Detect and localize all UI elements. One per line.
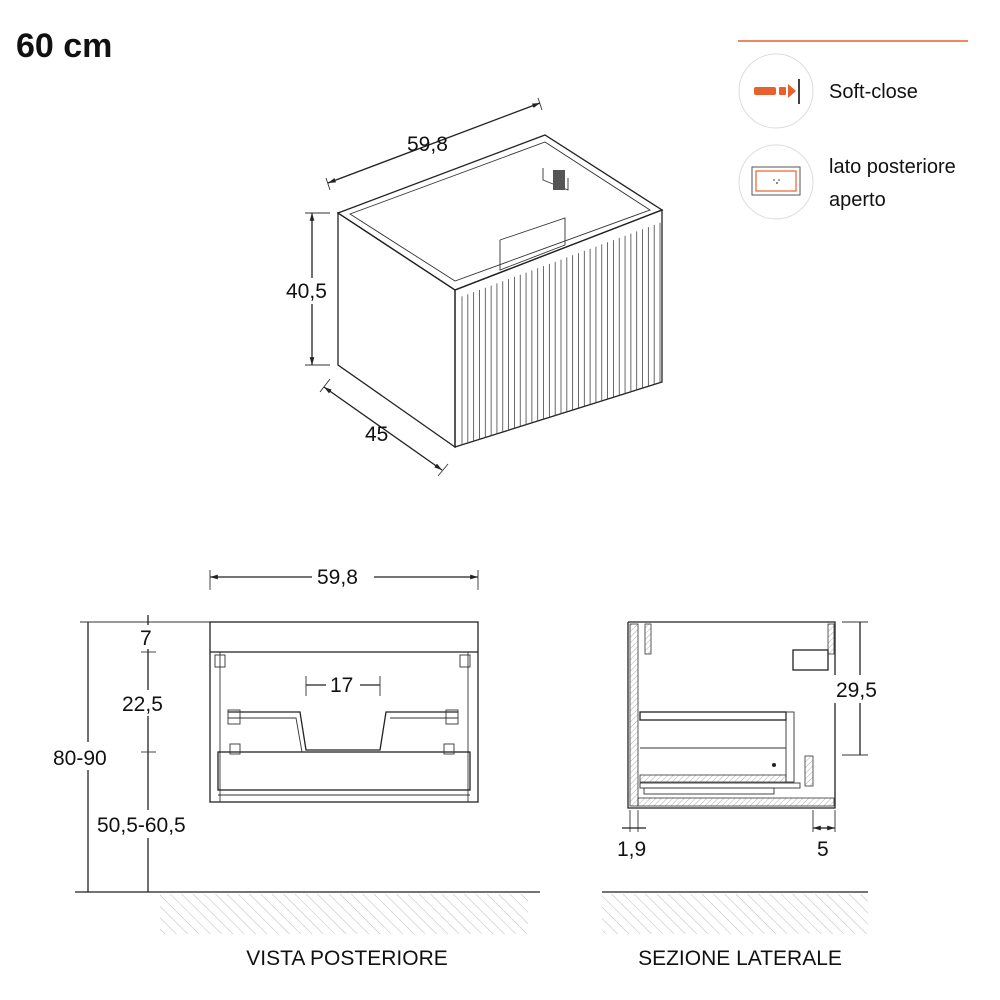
isometric-cabinet: 59,8 40,5 45 [284,97,664,477]
iso-width-label: 59,8 [407,133,448,156]
side-back-thickness-label: 1,9 [617,838,646,861]
rear-top-label: 7 [140,627,152,650]
rear-view-title: VISTA POSTERIORE [246,947,448,970]
side-section: 29,5 1,9 5 SEZIONE LATERALE [602,621,894,970]
page-title: 60 cm [16,27,112,65]
depth-dimension-line [323,386,443,471]
rear-opening-label: 17 [330,674,353,697]
open-back-label-line2: aperto [829,189,886,211]
iso-depth-label: 45 [365,423,388,446]
side-front-offset-label: 5 [817,838,829,861]
soft-close-icon [738,53,814,129]
open-back-label-line1: lato posteriore [829,156,956,178]
rear-middle-label: 22,5 [122,693,163,716]
rear-floor-height-label: 50,5-60,5 [97,814,186,837]
fluted-drawer-front [461,222,661,445]
rear-total-height-label: 80-90 [53,747,107,770]
legend: Soft-close lato posteriore aperto [738,40,968,220]
side-height-label: 29,5 [836,679,877,702]
rear-width-label: 59,8 [317,566,358,589]
soft-close-label: Soft-close [829,81,918,103]
side-section-title: SEZIONE LATERALE [638,947,842,970]
rear-view: 59,8 17 80-90 7 22,5 50,5-60,5 VISTA POS… [50,562,540,970]
iso-height-label: 40,5 [286,280,327,303]
width-dimension-line [327,102,541,184]
open-back-icon [738,144,814,220]
